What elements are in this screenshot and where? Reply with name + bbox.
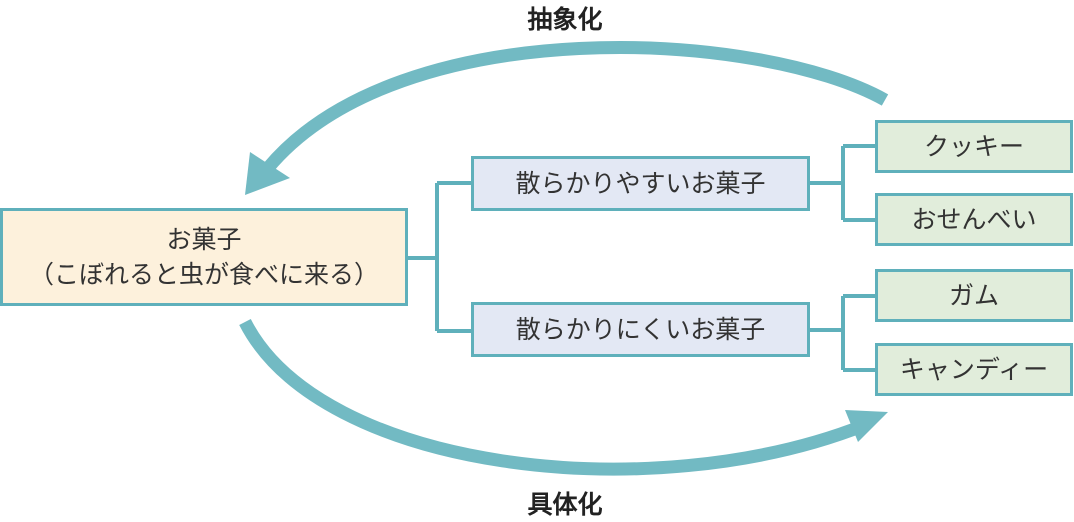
category-node: 散らかりやすいお菓子 bbox=[471, 156, 810, 211]
item-node: おせんべい bbox=[875, 193, 1073, 246]
abstraction-label: 抽象化 bbox=[527, 5, 603, 34]
category1-connector bbox=[809, 144, 875, 222]
root-node: お菓子 （こぼれると虫が食べに来る） bbox=[0, 208, 408, 306]
root-title: お菓子 bbox=[166, 225, 242, 254]
category-node: 散らかりにくいお菓子 bbox=[471, 302, 810, 357]
item-node: ガム bbox=[875, 269, 1073, 322]
abstraction-arrowhead bbox=[245, 152, 290, 195]
concretization-arrowhead bbox=[845, 410, 888, 442]
concretization-arrow bbox=[239, 319, 868, 476]
abstraction-arrow bbox=[263, 41, 889, 173]
category2-connector bbox=[809, 294, 875, 372]
item-node: キャンディー bbox=[875, 343, 1073, 396]
item-node: クッキー bbox=[875, 120, 1073, 173]
concretization-label: 具体化 bbox=[527, 490, 603, 519]
root-subtitle: （こぼれると虫が食べに来る） bbox=[28, 260, 379, 289]
root-connector bbox=[407, 181, 471, 333]
